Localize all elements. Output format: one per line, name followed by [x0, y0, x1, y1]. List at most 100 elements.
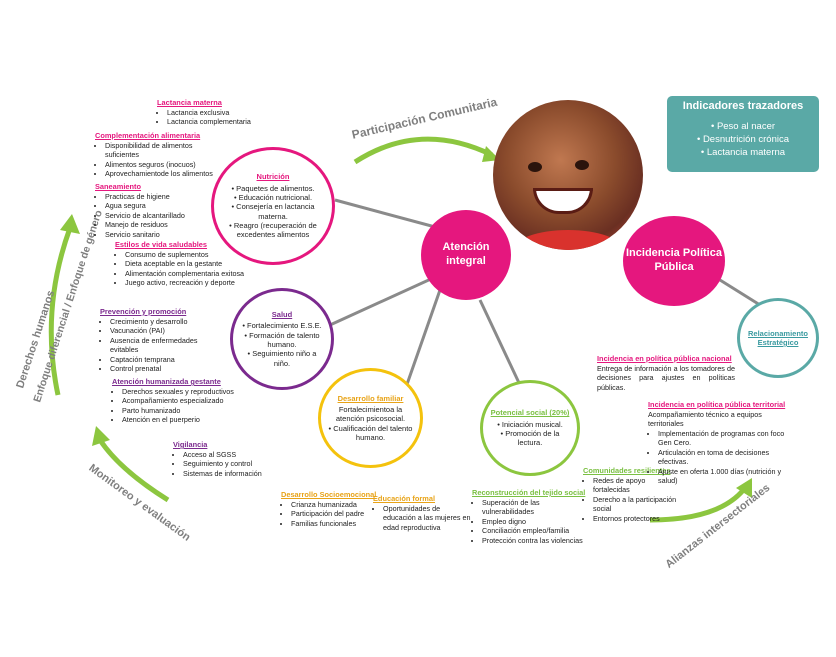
complementacion-block: Complementación alimentaria Disponibilid…	[95, 131, 213, 179]
child-photo	[493, 100, 643, 250]
nutricion-title: Nutrición	[256, 172, 290, 182]
list-item: Educación nutricional.	[220, 193, 326, 202]
list-item: Manejo de residuos	[105, 220, 185, 230]
monitoreo-arrow	[97, 438, 170, 503]
indicadores-box: Indicadores trazadores • Peso al nacer •…	[667, 96, 819, 172]
comunidades-title: Comunidades resilientes	[583, 466, 671, 475]
list-item: Alimentación complementaria exitosa	[125, 269, 244, 279]
desarrollo-familiar-title: Desarrollo familiar	[337, 393, 404, 403]
list-item: Iniciación musical.	[489, 420, 571, 429]
salud-circle: Salud Fortalecimiento E.S.E. Formación d…	[230, 288, 334, 390]
saneamiento-block: Saneamiento Practicas de higiene Agua se…	[95, 182, 185, 239]
list-item: Crianza humanizada	[291, 500, 376, 510]
relacionamiento-circle: Relacionamiento Estratégico	[737, 298, 819, 378]
educacion-block: Educación formal Oportunidades de educac…	[373, 494, 471, 532]
list-item: Formación de talento humano.	[239, 331, 325, 350]
list-item: Acompañamiento especializado	[122, 396, 234, 406]
list-item: Protección contra las violencias	[482, 536, 583, 546]
list-item: Conciliación empleo/familia	[482, 526, 582, 536]
relacionamiento-title-1: Relacionamiento	[747, 328, 808, 338]
list-item: Atención en el puerperio	[122, 415, 234, 425]
ipp-nacional-title: Incidencia en política pública nacional	[597, 354, 732, 363]
reconstruccion-title: Reconstrucción del tejido social	[472, 488, 586, 497]
list-item: Oportunidades de educación a las mujeres…	[383, 504, 471, 533]
list-item: Alimentos seguros (inocuos)	[105, 160, 213, 170]
socioemocional-block: Desarrollo Socioemocional Crianza humani…	[281, 490, 376, 528]
list-item: Captación temprana	[110, 355, 225, 365]
atencion-integral-circle: Atención integral	[421, 210, 511, 300]
list-item: Reagro (recuperación de excedentes alime…	[220, 221, 326, 240]
estilos-title: Estilos de vida saludables	[115, 240, 208, 249]
nutricion-circle: Nutrición Paquetes de alimentos. Educaci…	[211, 147, 335, 265]
educacion-title: Educación formal	[373, 494, 436, 503]
incidencia-circle: Incidencia Política Pública	[623, 216, 725, 306]
ipp-territorial-text: Acompañamiento técnico a equipos territo…	[648, 409, 762, 429]
list-item: Entornos protectores	[593, 514, 683, 524]
potencial-social-circle: Potencial social (20%) Iniciación musica…	[480, 380, 580, 476]
list-item: Derecho a la participación social	[593, 495, 683, 514]
list-item: Fortalecimiento E.S.E.	[239, 321, 325, 330]
atencion-gestante-title: Atención humanizada gestante	[112, 377, 221, 386]
connector-familiar	[403, 289, 442, 391]
lactancia-title: Lactancia materna	[157, 98, 222, 107]
monitoreo-arrowhead	[92, 426, 110, 446]
list-item: Consejería en lactancia materna.	[220, 202, 326, 221]
list-item: Parto humanizado	[122, 406, 234, 416]
ipp-territorial-title: Incidencia en política pública territori…	[648, 400, 786, 409]
socioemocional-title: Desarrollo Socioemocional	[281, 490, 377, 499]
estilos-block: Estilos de vida saludables Consumo de su…	[115, 240, 244, 288]
list-item: Lactancia exclusiva	[167, 108, 251, 118]
atencion-gestante-block: Atención humanizada gestante Derechos se…	[112, 377, 234, 425]
salud-title: Salud	[271, 309, 293, 319]
indicador-peso: • Peso al nacer	[710, 121, 776, 132]
list-item: Practicas de higiene	[105, 192, 185, 202]
ipp-nacional-text: Entrega de información a los tomadores d…	[597, 363, 735, 392]
list-item: Control prenatal	[110, 364, 225, 374]
complementacion-title: Complementación alimentaria	[95, 131, 201, 140]
list-item: Implementación de programas con foco Gen…	[658, 429, 798, 448]
list-item: Ausencia de enfermedades evitables	[110, 336, 225, 355]
list-item: Acceso al SGSS	[183, 450, 262, 460]
saneamiento-title: Saneamiento	[95, 182, 142, 191]
indicadores-title: Indicadores trazadores	[682, 100, 804, 112]
list-item: Derechos sexuales y reproductivos	[122, 387, 234, 397]
comunidades-block: Comunidades resilientes Redes de apoyo f…	[583, 466, 683, 523]
ipp-territorial-block: Incidencia en política pública territori…	[648, 400, 798, 486]
indicador-lactancia: • Lactancia materna	[700, 146, 786, 158]
vigilancia-title: Vigilancia	[173, 440, 208, 449]
desarrollo-familiar-circle: Desarrollo familiar Fortalecimientoa la …	[318, 368, 423, 468]
list-item: Cualificación del talento humano.	[327, 424, 414, 443]
reconstruccion-block: Reconstrucción del tejido social Superac…	[472, 488, 586, 546]
list-item: Seguimiento niño a niño.	[239, 349, 325, 368]
list-item: Paquetes de alimentos.	[220, 184, 326, 193]
list-item: Participación del padre	[291, 509, 376, 519]
participacion-arrow	[353, 136, 494, 165]
list-item: Superación de las vulnerabilidades	[482, 498, 582, 517]
list-item: Crecimiento y desarrollo	[110, 317, 225, 327]
list-item: Dieta aceptable en la gestante	[125, 259, 244, 269]
list-item: Redes de apoyo fortalecidas	[593, 476, 683, 495]
list-item: Vacunación (PAI)	[110, 326, 225, 336]
alianzas-arrow	[649, 486, 747, 523]
list-item: Servicio de alcantarillado	[105, 211, 185, 221]
list-item: Consumo de suplementos	[125, 250, 244, 260]
list-item: Ajuste en oferta 1.000 días (nutrición y…	[658, 467, 798, 486]
list-item: Juego activo, recreación y deporte	[125, 278, 244, 288]
indicador-desnutricion: • Desnutrición crónica	[696, 133, 790, 145]
relacionamiento-title-2: Estratégico	[757, 338, 799, 347]
list-item: Promoción de la lectura.	[489, 429, 571, 448]
alianzas-arrowhead	[736, 478, 752, 498]
potencial-social-title: Potencial social (20%)	[490, 408, 570, 418]
prevencion-block: Prevención y promoción Crecimiento y des…	[100, 307, 225, 374]
incidencia-line-1: Incidencia Política	[626, 247, 722, 260]
center-line-1: Atención	[442, 241, 490, 254]
vigilancia-block: Vigilancia Acceso al SGSS Seguimiento y …	[173, 440, 262, 478]
list-item: Seguimiento y control	[183, 459, 262, 469]
list-item: Lactancia complementaria	[167, 117, 251, 127]
derechos-arrow	[48, 227, 73, 396]
list-item: Disponibilidad de alimentos suficientes	[105, 141, 213, 160]
connector-potencial	[478, 299, 522, 386]
derechos-arrowhead	[60, 214, 80, 234]
list-item: Familias funcionales	[291, 519, 376, 529]
